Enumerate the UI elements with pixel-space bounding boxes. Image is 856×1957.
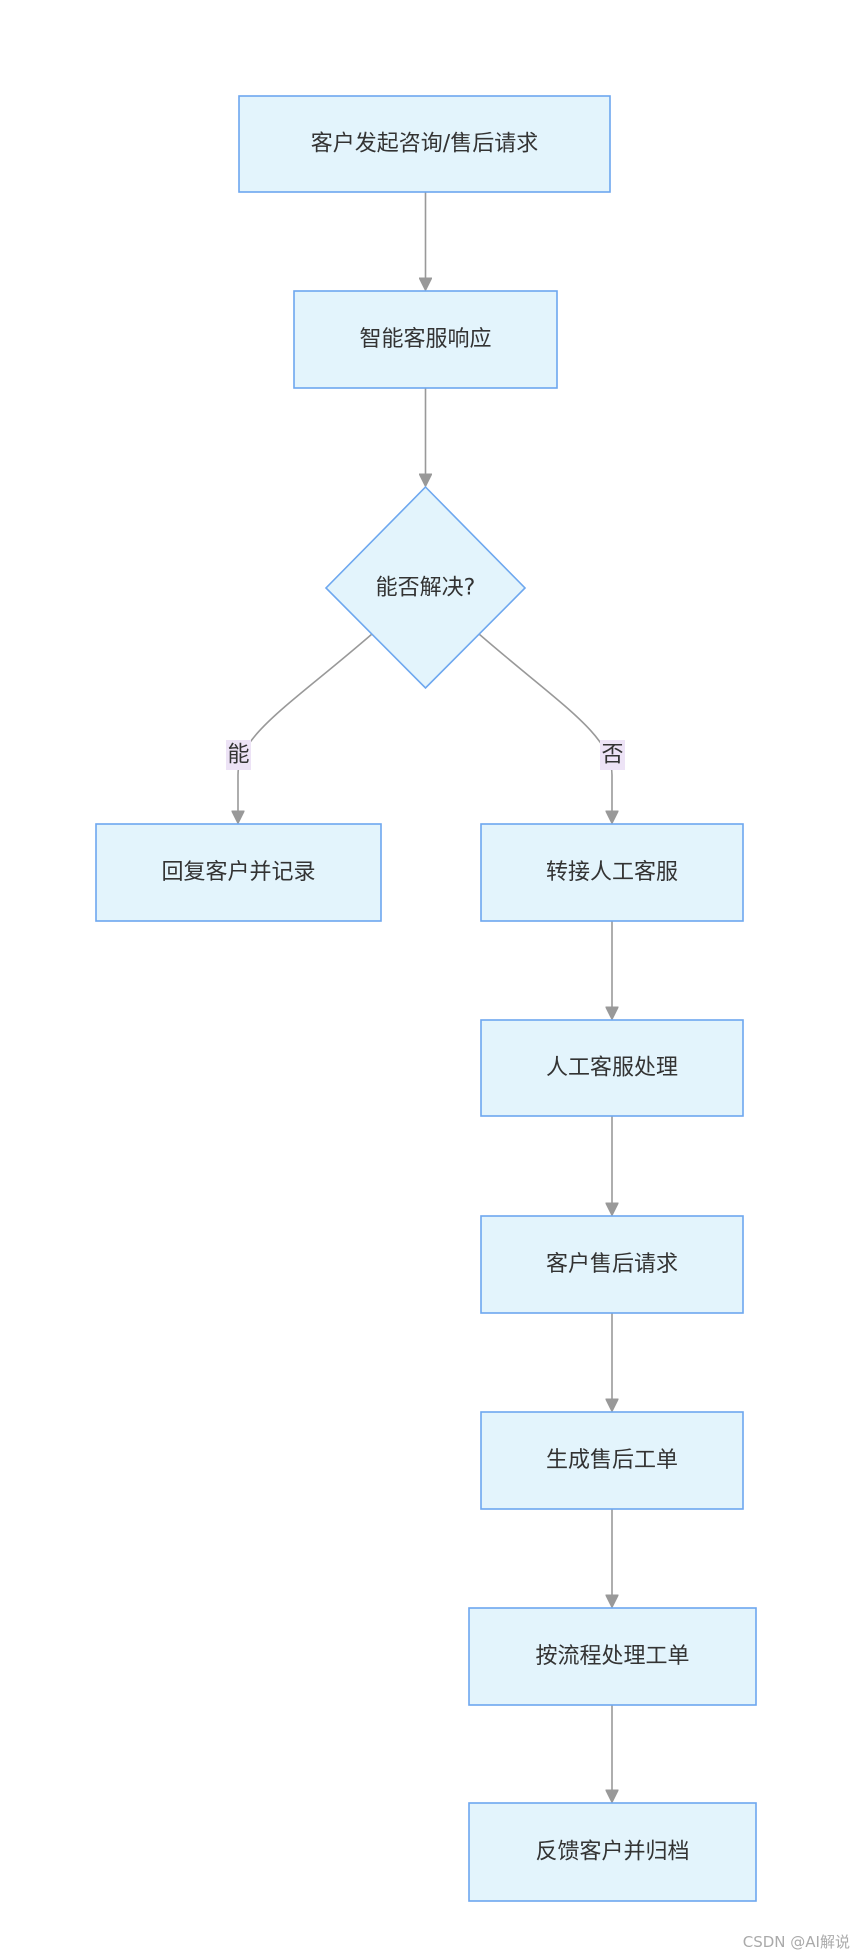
node-box — [480, 1019, 744, 1117]
edge-label-text: 能 — [227, 743, 249, 768]
node-human: 人工客服处理 — [480, 1019, 744, 1117]
node-box — [480, 823, 744, 922]
node-decision: 能否解决? — [324, 485, 527, 690]
node-label: 智能客服响应 — [359, 327, 491, 352]
node-ticket: 生成售后工单 — [480, 1411, 744, 1510]
node-box — [480, 1411, 744, 1510]
node-label: 人工客服处理 — [546, 1056, 678, 1081]
node-label: 客户售后请求 — [546, 1252, 678, 1277]
edge-label-yes: 能 — [226, 740, 251, 770]
node-feedback: 反馈客户并归档 — [468, 1802, 757, 1902]
node-box — [293, 290, 558, 389]
node-start: 客户发起咨询/售后请求 — [238, 95, 611, 193]
node-transfer: 转接人工客服 — [480, 823, 744, 922]
node-label: 按流程处理工单 — [535, 1644, 689, 1669]
edge-decision-to-transfer — [478, 633, 612, 822]
decision-diamond — [324, 485, 527, 690]
edge-label-background — [600, 740, 625, 770]
node-process: 按流程处理工单 — [468, 1607, 757, 1706]
node-label: 转接人工客服 — [546, 860, 678, 885]
node-box — [480, 1215, 744, 1314]
node-bot: 智能客服响应 — [293, 290, 558, 389]
node-box — [468, 1802, 757, 1902]
node-label: 反馈客户并归档 — [535, 1840, 689, 1865]
watermark: CSDN @AI解说 — [743, 1933, 850, 1951]
node-label: 客户发起咨询/售后请求 — [311, 132, 538, 157]
edge-label-background — [226, 740, 251, 770]
edge-label-text: 否 — [601, 743, 623, 768]
edges — [238, 192, 612, 1801]
node-label: 能否解决? — [376, 576, 476, 601]
node-box — [238, 95, 611, 193]
node-box — [95, 823, 382, 922]
node-request: 客户售后请求 — [480, 1215, 744, 1314]
edge-decision-to-reply — [238, 633, 373, 822]
edge-label-no: 否 — [600, 740, 625, 770]
node-label: 回复客户并记录 — [161, 860, 315, 885]
node-box — [468, 1607, 757, 1706]
node-reply: 回复客户并记录 — [95, 823, 382, 922]
node-label: 生成售后工单 — [546, 1448, 678, 1473]
